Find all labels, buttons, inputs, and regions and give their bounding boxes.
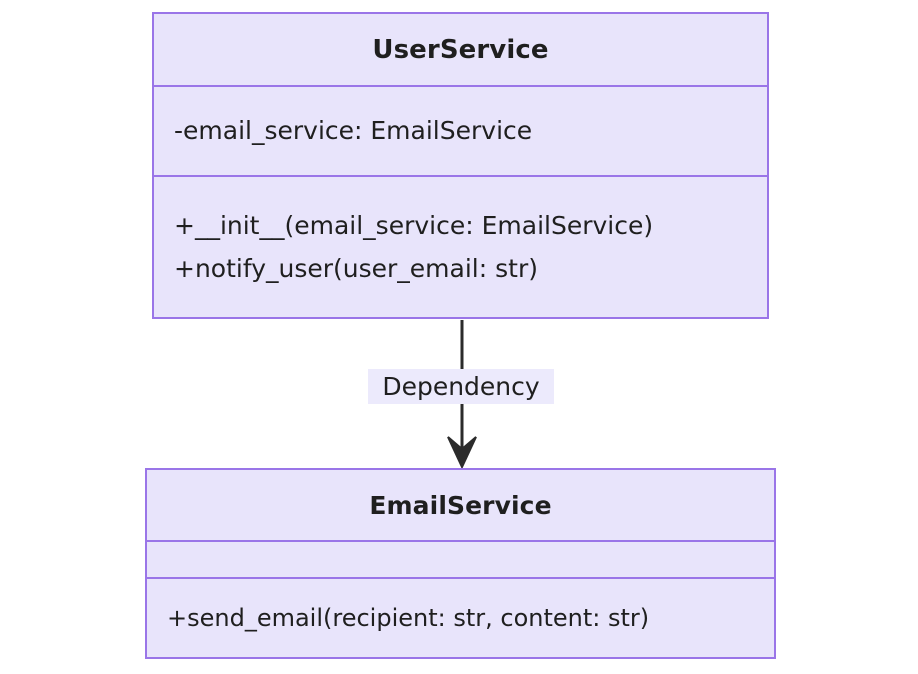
class-attribute: -email_service: EmailService [174,116,533,146]
attributes-compartment-user-service: -email_service: EmailService [154,85,767,175]
methods-compartment-email-service: +send_email(recipient: str, content: str… [147,577,774,657]
class-method: +__init__(email_service: EmailService) [174,210,654,240]
class-method: +send_email(recipient: str, content: str… [167,603,650,632]
uml-class-user-service[interactable]: UserService -email_service: EmailService… [152,12,769,319]
class-name-user-service: UserService [372,34,549,65]
uml-class-email-service[interactable]: EmailService +send_email(recipient: str,… [145,468,776,659]
dependency-edge-label: Dependency [368,369,554,404]
arrowhead-icon [447,436,477,470]
class-name-email-service: EmailService [369,490,552,520]
attributes-compartment-email-service [147,540,774,577]
methods-compartment-user-service: +__init__(email_service: EmailService) +… [154,175,767,317]
class-method: +notify_user(user_email: str) [174,254,538,283]
